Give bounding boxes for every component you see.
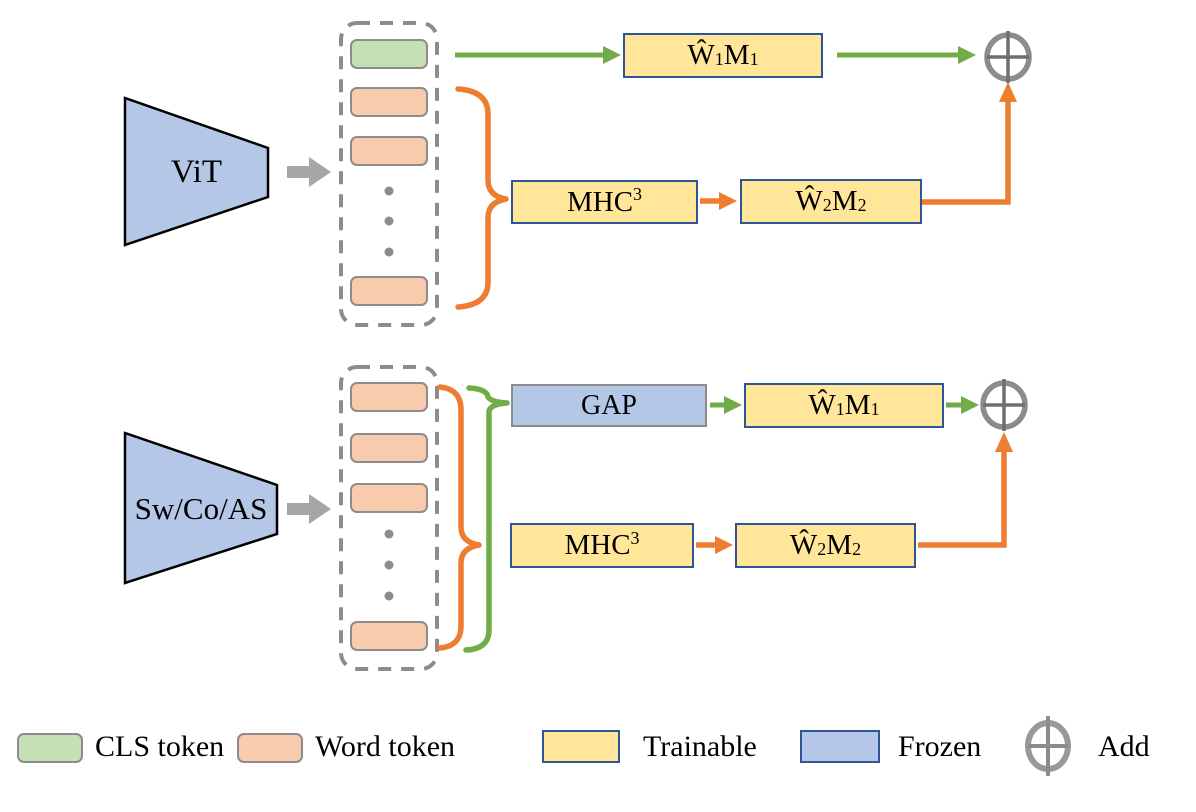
legend-trainable-swatch: [542, 730, 620, 763]
w2m2-base2: M: [831, 185, 858, 217]
swcoas-encoder-label: Sw/Co/AS: [134, 490, 268, 526]
legend-frozen-swatch: [800, 730, 880, 763]
arrowhead: [958, 46, 976, 64]
legend-frozen-label: Frozen: [898, 730, 982, 763]
arrowhead: [961, 396, 979, 414]
ellipsis-dot: [384, 247, 394, 257]
word-token: [350, 276, 428, 306]
legend-trainable-label: Trainable: [643, 730, 757, 763]
arrowhead: [603, 46, 621, 64]
ellipsis-dot: [384, 186, 394, 196]
vit-encoder-label: ViT: [170, 153, 223, 190]
ellipsis-dot: [384, 529, 394, 539]
legend-cls-swatch: [17, 733, 83, 763]
word-token: [350, 382, 428, 412]
cls-token: [350, 39, 428, 69]
ellipsis-dot: [384, 216, 394, 226]
mhc-base: MHC: [566, 185, 634, 218]
token-stack-outline-top: [339, 21, 439, 327]
word-token: [350, 433, 428, 463]
gap-box: GAP: [511, 384, 707, 427]
word-token: [350, 136, 428, 166]
green-brace-bottom: [463, 385, 510, 653]
orange-elbow-w2m2-to-add-bottom: [918, 450, 1007, 548]
orange-brace-top: [455, 86, 509, 310]
w1m1-base2: M: [723, 39, 750, 71]
arrowhead: [724, 396, 742, 414]
legend-cls-label: CLS token: [95, 730, 225, 763]
orange-elbow-w2m2-to-add: [922, 100, 1011, 205]
arrowhead: [999, 82, 1017, 102]
legend-add-label: Add: [1098, 730, 1150, 763]
legend-word-swatch: [237, 733, 303, 763]
w2m2-base1: Ŵ: [795, 185, 823, 217]
gray-arrow-icon: [287, 157, 331, 187]
word-token: [350, 87, 428, 117]
swcoas-encoder-trapezoid: [123, 431, 279, 585]
w1m1-base1: Ŵ: [687, 39, 715, 71]
ellipsis-dot: [384, 560, 394, 570]
w2m2-base1: Ŵ: [789, 529, 818, 561]
vit-encoder-trapezoid: [123, 96, 270, 247]
w1m1-base1: Ŵ: [808, 389, 836, 421]
word-token: [350, 621, 428, 651]
ellipsis-dot: [384, 591, 394, 601]
token-stack-outline-bottom: [339, 365, 439, 671]
arrowhead: [715, 536, 733, 554]
arrowhead: [719, 192, 737, 210]
w1m1-base2: M: [844, 389, 871, 421]
gray-arrow-icon: [287, 494, 331, 524]
word-token: [350, 483, 428, 513]
legend-word-label: Word token: [315, 730, 456, 763]
arrowhead: [995, 432, 1013, 452]
orange-brace-bottom: [437, 384, 482, 651]
mhc-base: MHC: [564, 529, 631, 561]
w2m2-base2: M: [826, 529, 853, 561]
